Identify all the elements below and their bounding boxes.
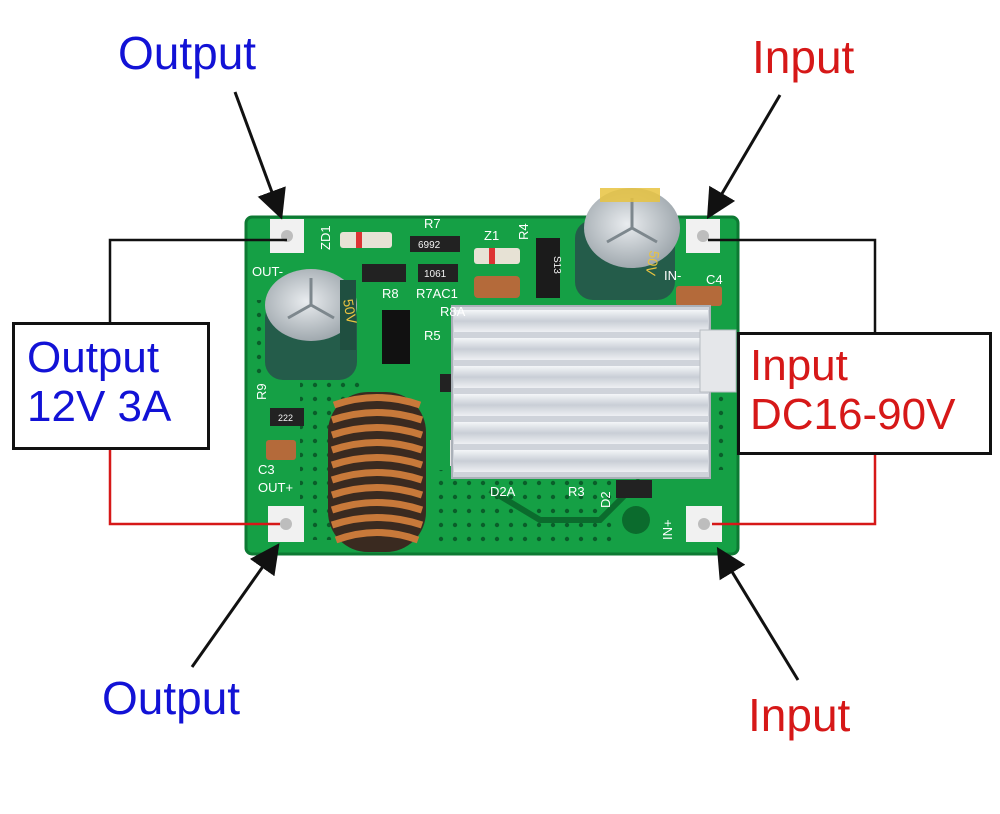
output-spec-box: Output 12V 3A [12, 322, 210, 450]
silk-r8a: R8A [440, 304, 466, 319]
input-label-bottom: Input [748, 689, 851, 741]
toroid-inductor [328, 392, 426, 552]
output-label-bottom: Output [102, 672, 241, 724]
terminal-pads [268, 219, 722, 542]
marking-diode: S13 [551, 256, 562, 274]
silk-r8: R8 [382, 286, 399, 301]
marking-cap-left: 50V [340, 298, 360, 326]
silk-in-minus: IN- [664, 268, 681, 283]
part-markings: 6992 1061 222 S13 50V 50V [278, 240, 663, 423]
arrow-output-bottom [190, 543, 280, 668]
silkscreen: OUT- OUT+ IN- C4 IN+ ZD1 R7 Z1 R4 R8 R7A… [252, 216, 723, 540]
silk-zd1: ZD1 [318, 225, 333, 250]
wire-input-minus [708, 238, 877, 332]
input-spec-value: DC16-90V [750, 390, 956, 440]
marking-resistor-c: 222 [278, 413, 293, 423]
silk-d2a: D2A [490, 484, 516, 499]
silk-r7: R7 [424, 216, 441, 231]
silk-in-plus: IN+ [660, 519, 675, 540]
input-spec-box: Input DC16-90V [737, 332, 992, 455]
arrow-output-top [233, 91, 286, 220]
silk-r3: R3 [568, 484, 585, 499]
silk-z1: Z1 [484, 228, 499, 243]
silk-d2: D2 [598, 491, 613, 508]
arrow-input-bottom [716, 546, 800, 681]
silk-r7ac1: R7AC1 [416, 286, 458, 301]
silk-c3: C3 [258, 462, 275, 477]
silk-out-minus: OUT- [252, 264, 283, 279]
input-label-top: Input [752, 31, 855, 83]
output-label-top: Output [118, 27, 257, 79]
silk-r5: R5 [424, 328, 441, 343]
output-spec-value: 12V 3A [27, 382, 172, 432]
capacitor-right [575, 188, 680, 300]
wire-output-plus [108, 450, 280, 526]
marking-resistor-a: 6992 [418, 240, 441, 251]
heatsink [451, 305, 737, 479]
output-spec-title: Output [27, 333, 160, 382]
silk-out-plus: OUT+ [258, 480, 293, 495]
marking-resistor-b: 1061 [424, 269, 447, 280]
silk-r4: R4 [516, 223, 531, 240]
arrow-input-top [706, 94, 782, 220]
silk-r9: R9 [254, 383, 269, 400]
arrows [190, 91, 800, 681]
wire-output-minus [108, 238, 287, 322]
marking-cap-right: 50V [643, 249, 663, 277]
silk-c4: C4 [706, 272, 723, 287]
input-spec-title: Input [750, 341, 848, 390]
wire-input-plus [712, 455, 877, 526]
capacitor-left [265, 269, 357, 380]
wires [108, 238, 877, 526]
